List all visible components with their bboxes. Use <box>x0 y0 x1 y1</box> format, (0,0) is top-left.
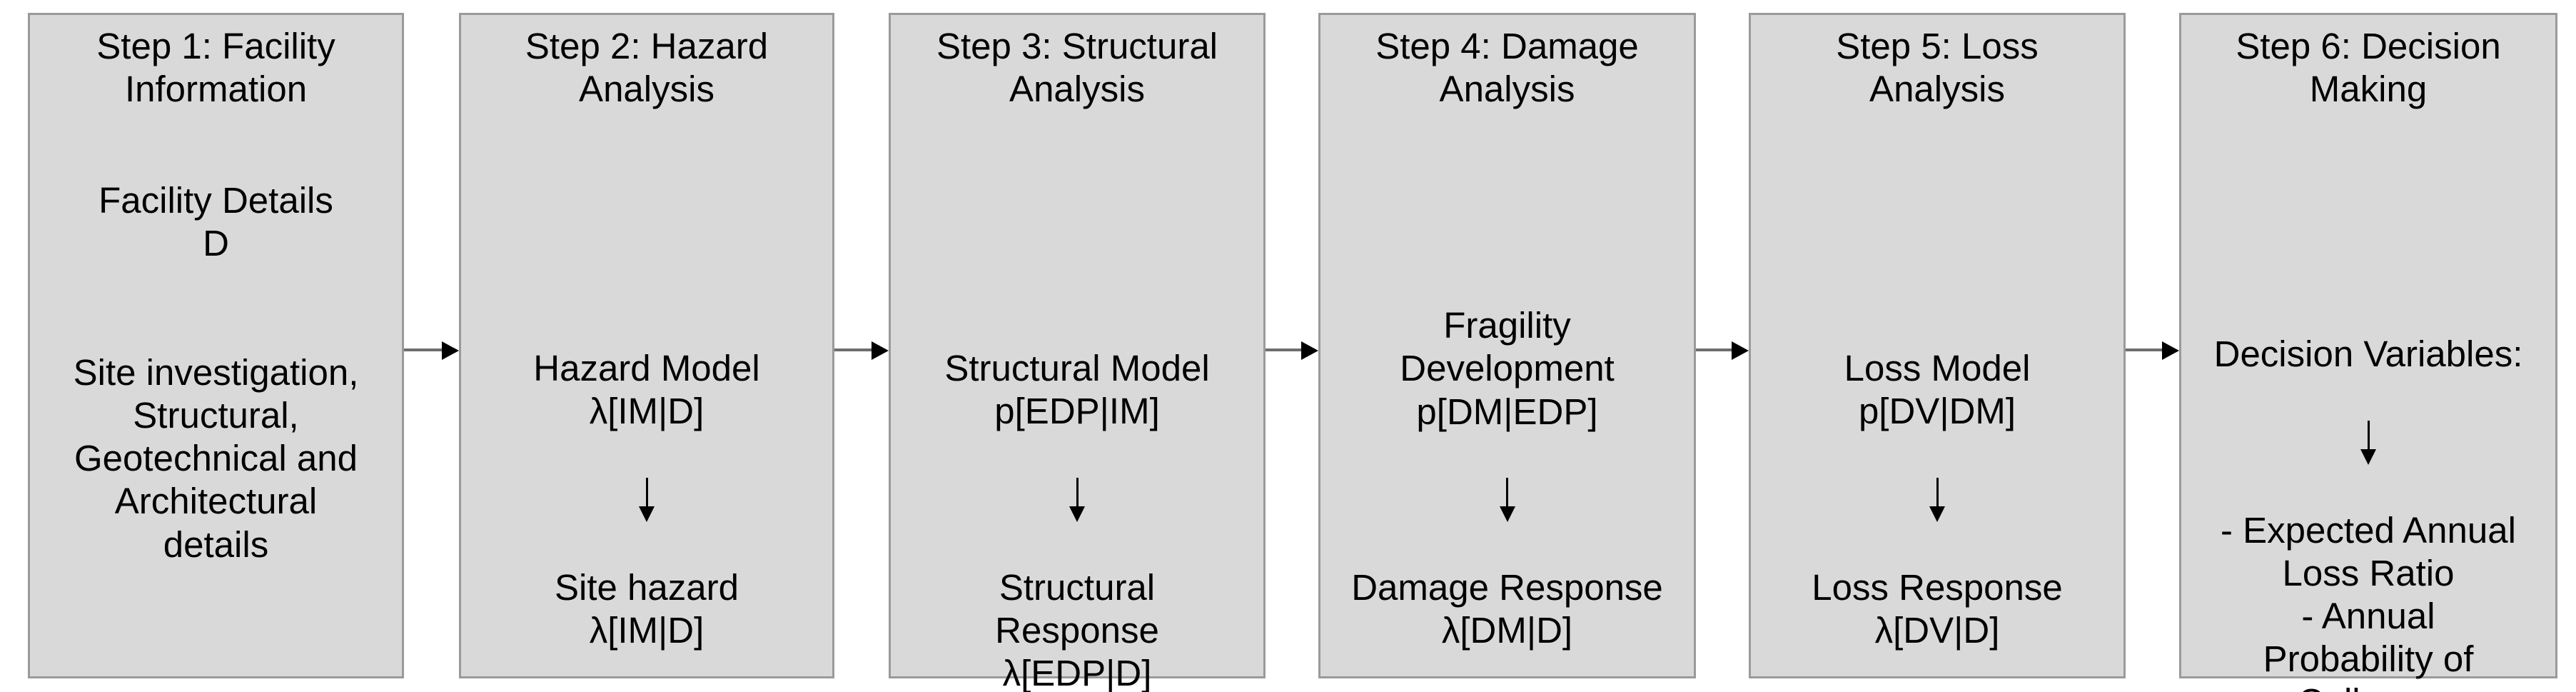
arrow-shaft <box>1076 477 1079 511</box>
connector-line <box>1266 348 1303 351</box>
step-4-body-line-2: Damage Response λ[DM|D] <box>1351 567 1663 651</box>
step-1-body-line-2: Site investigation, Structural, Geotechn… <box>73 351 359 565</box>
step-box-4[interactable]: Step 4: Damage Analysis Fragility Develo… <box>1318 13 1696 678</box>
step-1-title: Step 1: Facility Information <box>96 26 335 110</box>
step-box-3[interactable]: Step 3: Structural Analysis Structural M… <box>889 13 1266 692</box>
step-box-2[interactable]: Step 2: Hazard Analysis Hazard Model λ[I… <box>459 13 834 678</box>
step-box-5[interactable]: Step 5: Loss Analysis Loss Model p[DV|DM… <box>1749 13 2126 678</box>
arrowhead-icon <box>442 341 459 360</box>
step-2-body-line-1: Hazard Model λ[IM|D] <box>533 348 760 432</box>
arrowhead-icon <box>2162 341 2179 360</box>
down-arrow-icon <box>1068 477 1086 522</box>
step-5-title: Step 5: Loss Analysis <box>1836 26 2039 110</box>
connector-line <box>404 348 444 351</box>
arrow-head <box>1499 506 1515 522</box>
down-arrow-icon <box>1928 477 1946 522</box>
step-4-title: Step 4: Damage Analysis <box>1375 26 1639 110</box>
step-box-1[interactable]: Step 1: Facility Information Facility De… <box>28 13 404 678</box>
connector-arrow-5-6 <box>2126 341 2179 360</box>
connector-line <box>834 348 874 351</box>
step-4-body-line-1: Fragility Development p[DM|EDP] <box>1400 305 1615 432</box>
connector-arrow-3-4 <box>1266 341 1318 360</box>
step-2-body: Hazard Model λ[IM|D] Site hazard λ[IM|D] <box>461 304 832 692</box>
arrow-head <box>1929 506 1945 522</box>
step-5-body-line-1: Loss Model p[DV|DM] <box>1844 348 2031 432</box>
arrowhead-icon <box>872 341 889 360</box>
arrow-head <box>1069 506 1085 522</box>
step-5-body-line-2: Loss Response λ[DV|D] <box>1812 566 2063 651</box>
arrow-head <box>639 506 655 522</box>
connector-line <box>1696 348 1734 351</box>
step-6-body: Decision Variables: - Expected Annual Lo… <box>2181 290 2555 692</box>
connector-arrow-1-2 <box>404 341 459 360</box>
arrow-shaft <box>645 477 648 511</box>
step-6-body-line-2: - Expected Annual Loss Ratio - Annual Pr… <box>2221 509 2516 692</box>
arrow-shaft <box>1936 477 1939 511</box>
step-3-title: Step 3: Structural Analysis <box>936 26 1218 110</box>
step-6-title: Step 6: Decision Making <box>2236 26 2501 110</box>
step-3-body-line-2: Structural Response λ[EDP|D] <box>995 566 1159 692</box>
step-1-body: Facility Details D Site investigation, S… <box>30 136 402 609</box>
connector-arrow-4-5 <box>1696 341 1749 360</box>
step-3-body: Structural Model p[EDP|IM] Structural Re… <box>891 304 1263 692</box>
down-arrow-icon <box>637 477 656 522</box>
step-3-body-line-1: Structural Model p[EDP|IM] <box>944 348 1210 432</box>
step-6-body-line-1: Decision Variables: <box>2213 334 2523 375</box>
down-arrow-icon <box>2359 420 2378 465</box>
step-2-body-line-2: Site hazard λ[IM|D] <box>555 566 739 651</box>
step-5-body: Loss Model p[DV|DM] Loss Response λ[DV|D… <box>1751 304 2123 692</box>
arrow-shaft <box>2367 420 2370 453</box>
connector-arrow-2-3 <box>834 341 889 360</box>
arrow-shaft <box>1506 477 1508 511</box>
arrowhead-icon <box>1301 341 1318 360</box>
down-arrow-icon <box>1498 477 1517 522</box>
arrowhead-icon <box>1732 341 1749 360</box>
arrow-head <box>2360 448 2376 465</box>
step-1-body-line-1: Facility Details D <box>99 180 333 264</box>
step-box-6[interactable]: Step 6: Decision Making Decision Variabl… <box>2179 13 2557 692</box>
connector-line <box>2126 348 2164 351</box>
step-4-body: Fragility Development p[DM|EDP] Damage R… <box>1320 261 1694 692</box>
step-2-title: Step 2: Hazard Analysis <box>525 26 769 110</box>
